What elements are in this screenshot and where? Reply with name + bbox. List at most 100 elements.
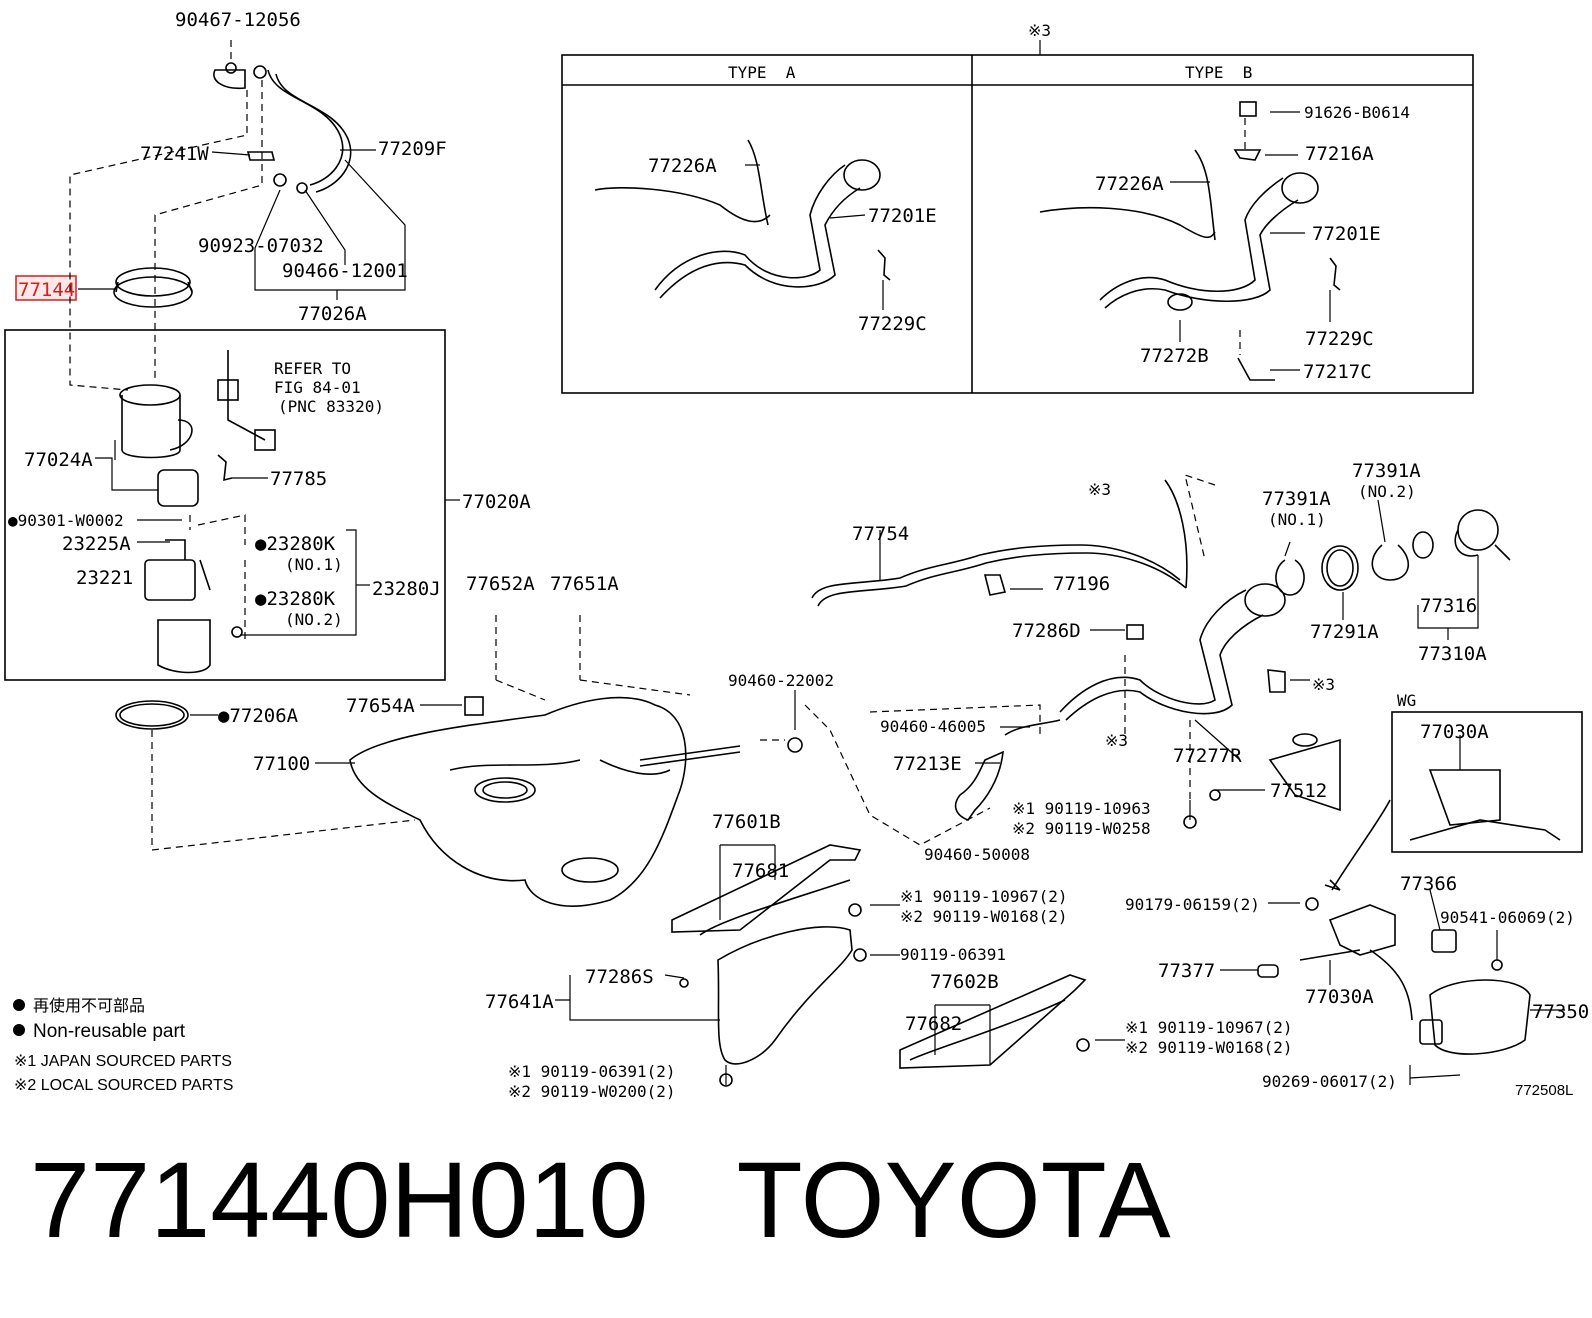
fuel-tube-shape — [213, 62, 352, 194]
label-77512: 77512 — [1270, 780, 1327, 802]
type-panel-note: ※3 — [1028, 21, 1051, 40]
label-23280k-no2: ●23280K — [255, 588, 336, 610]
label-type-a-77229c: 77229C — [858, 313, 927, 335]
label-90541-06069-2: 90541-06069(2) — [1440, 908, 1575, 927]
label-l-90119-w0168-b: ※2 90119-W0168(2) — [1125, 1038, 1293, 1057]
label-77350: 77350 — [1532, 1001, 1589, 1023]
label-23221: 23221 — [76, 567, 133, 589]
label-77206a: ●77206A — [218, 705, 299, 727]
label-77377: 77377 — [1158, 960, 1215, 982]
non-reusable-dot-icon — [13, 999, 25, 1011]
legend-local-sourced: ※2 LOCAL SOURCED PARTS — [14, 1077, 233, 1094]
label-90460-22002: 90460-22002 — [728, 671, 834, 690]
refer-line-3: (PNC 83320) — [278, 397, 384, 416]
label-no2: (NO.2) — [285, 610, 343, 629]
part-number: 771440H010 — [30, 1139, 649, 1260]
legend-non-reusable-jp: 再使用不可部品 — [33, 997, 145, 1015]
label-77391a-no1: 77391A — [1262, 488, 1331, 510]
label-77272b: 77272B — [1140, 345, 1209, 367]
label-77754: 77754 — [852, 523, 909, 545]
fuel-inlet-pipe-shape — [811, 479, 1341, 821]
label-77020a: 77020A — [462, 491, 531, 513]
label-type-b-77201e: 77201E — [1312, 223, 1381, 245]
type-a-filler-pipe-shape — [594, 139, 891, 299]
label-77654a: 77654A — [346, 695, 415, 717]
label-77291a: 77291A — [1310, 621, 1379, 643]
label-no2-b: (NO.2) — [1358, 482, 1416, 501]
label-77641a: 77641A — [485, 991, 554, 1013]
fuel-door-shape — [1299, 769, 1561, 1055]
label-type-a-77226a: 77226A — [648, 155, 717, 177]
label-77286s: 77286S — [585, 966, 654, 988]
label-23225a: 23225A — [62, 533, 131, 555]
lock-ring-shape — [113, 267, 193, 308]
label-77217c: 77217C — [1303, 361, 1372, 383]
label-90466-12001: 90466-12001 — [282, 260, 408, 282]
label-type-a-77201e: 77201E — [868, 205, 937, 227]
label-77030a: 77030A — [1305, 986, 1374, 1008]
label-wg-77030a: 77030A — [1420, 721, 1489, 743]
fuel-tank-shape — [349, 696, 741, 907]
label-l-90119-w0200-2: ※2 90119-W0200(2) — [508, 1082, 676, 1101]
part-number-title: 771440H010 TOYOTA — [30, 1135, 1171, 1265]
label-j-90119-10963: ※1 90119-10963 — [1012, 799, 1151, 818]
label-77024a: 77024A — [24, 449, 93, 471]
fastener-shapes — [464, 574, 1503, 1087]
label-77241w: 77241W — [140, 143, 209, 165]
label-77316: 77316 — [1420, 595, 1477, 617]
label-77366: 77366 — [1400, 873, 1457, 895]
legend-non-reusable-en: Non-reusable part — [33, 1021, 186, 1042]
label-90467-12056: 90467-12056 — [175, 9, 301, 31]
label-77196: 77196 — [1053, 573, 1110, 595]
label-77310a: 77310A — [1418, 643, 1487, 665]
label-77100: 77100 — [253, 753, 310, 775]
wg-box — [1391, 711, 1583, 853]
label-l-90119-w0258: ※2 90119-W0258 — [1012, 819, 1151, 838]
refer-line-1: REFER TO — [274, 359, 351, 378]
label-j-90119-10967-a: ※1 90119-10967(2) — [900, 887, 1068, 906]
label-77026a: 77026A — [298, 303, 367, 325]
filler-rings-shape — [1275, 509, 1511, 596]
label-77144-highlighted[interactable]: 77144 — [18, 279, 75, 301]
fuel-pump-shape — [119, 350, 276, 674]
label-90923-07032: 90923-07032 — [198, 235, 324, 257]
label-90460-50008: 90460-50008 — [924, 845, 1030, 864]
label-91626-b0614: 91626-B0614 — [1304, 103, 1410, 122]
figure-code: 772508L — [1515, 1082, 1573, 1099]
fuel-pump-assembly-box — [4, 329, 446, 681]
label-no1: (NO.1) — [285, 555, 343, 574]
legend-japan-sourced: ※1 JAPAN SOURCED PARTS — [14, 1053, 232, 1070]
title-spacer — [649, 1139, 737, 1260]
label-90269-06017-2: 90269-06017(2) — [1262, 1072, 1397, 1091]
label-77277r: 77277R — [1173, 745, 1242, 767]
highlight-box — [15, 275, 77, 301]
label-77209f: 77209F — [378, 138, 447, 160]
label-77681: 77681 — [732, 860, 789, 882]
label-no1-b: (NO.1) — [1268, 510, 1326, 529]
label-23280k-no1: ●23280K — [255, 533, 336, 555]
label-77682: 77682 — [905, 1013, 962, 1035]
brand-name: TOYOTA — [736, 1139, 1171, 1260]
label-77213e: 77213E — [893, 753, 962, 775]
label-note3-b: ※3 — [1312, 675, 1335, 694]
part-labels: 90467-12056 77241W 77209F 90923-07032 90… — [8, 9, 1589, 1101]
label-77216a: 77216A — [1305, 143, 1374, 165]
legend: 再使用不可部品 Non-reusable part ※1 JAPAN SOURC… — [13, 997, 233, 1094]
label-77602b: 77602B — [930, 971, 999, 993]
type-b-filler-pipe-shape — [1039, 101, 1341, 381]
refer-line-2: FIG 84-01 — [274, 378, 361, 397]
label-90179-06159-2: 90179-06159(2) — [1125, 895, 1260, 914]
label-j-90119-06391-2: ※1 90119-06391(2) — [508, 1062, 676, 1081]
label-77652a: 77652A — [466, 573, 535, 595]
label-77785: 77785 — [270, 468, 327, 490]
leader-lines — [69, 40, 1565, 1085]
label-77391a-no2: 77391A — [1352, 460, 1421, 482]
label-90301-w0002: ●90301-W0002 — [8, 511, 124, 530]
type-panel-box — [561, 54, 1474, 394]
type-b-heading: TYPE B — [1185, 63, 1252, 82]
label-90460-46005: 90460-46005 — [880, 717, 986, 736]
label-type-b-77226a: 77226A — [1095, 173, 1164, 195]
label-j-90119-10967-b: ※1 90119-10967(2) — [1125, 1018, 1293, 1037]
label-note3-a: ※3 — [1088, 480, 1111, 499]
